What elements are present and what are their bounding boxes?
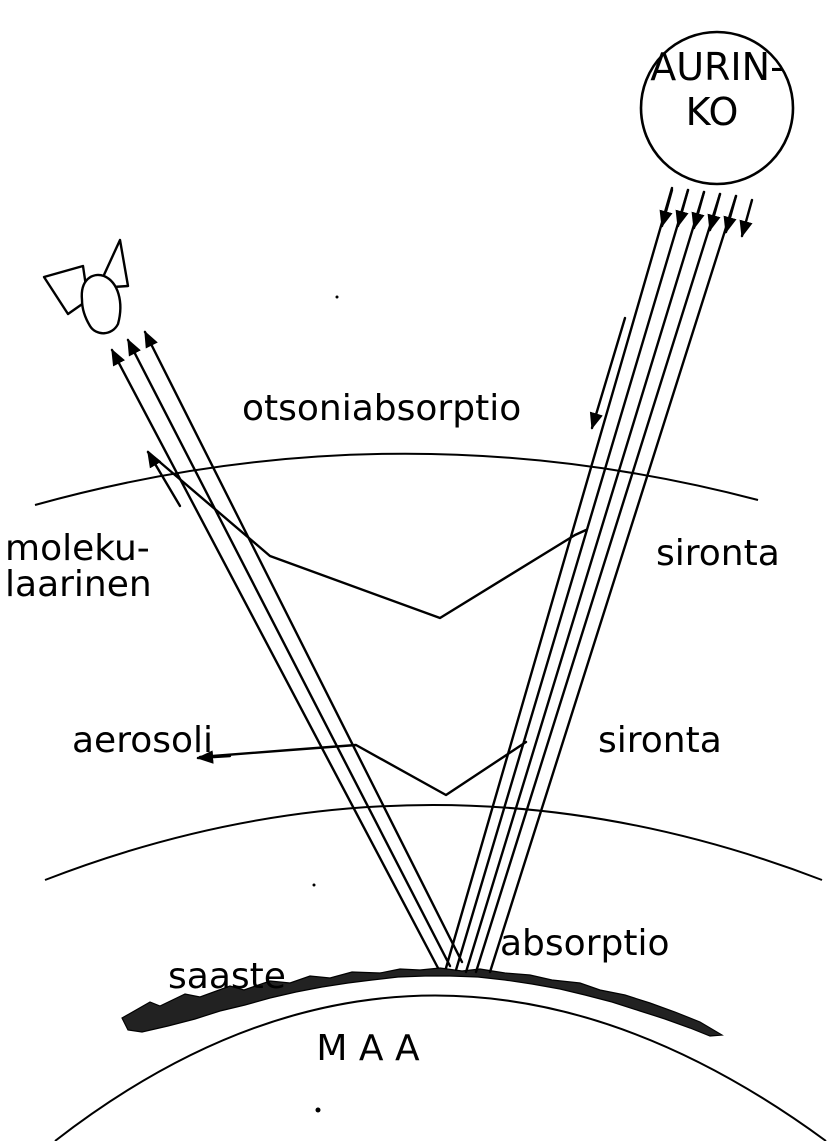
pollution-label: saaste <box>168 956 286 997</box>
incoming-solar-rays <box>446 188 752 972</box>
dot-mark <box>336 296 339 299</box>
aerosol-scattering-path <box>200 742 526 795</box>
earth-label: M A A <box>316 1028 420 1069</box>
molecular-scattering-path <box>148 452 586 618</box>
molecular-label-line2: laarinen <box>5 564 152 605</box>
aerosol-label: aerosoli <box>72 720 213 761</box>
ozone-absorption-arrow <box>592 318 625 428</box>
lower-atmosphere-arc <box>45 805 822 880</box>
molecular-label-line1: moleku- <box>5 528 150 569</box>
atmosphere-boundary <box>35 454 758 505</box>
dot-mark <box>316 1108 321 1113</box>
satellite-icon <box>44 240 128 333</box>
scattering-upper-label: sironta <box>656 533 780 574</box>
sun-label-line2: KO <box>686 90 739 134</box>
absorption-label: absorptio <box>500 923 670 964</box>
sun: AURIN- KO <box>641 32 793 184</box>
ozone-absorption-label: otsoniabsorptio <box>242 388 521 429</box>
dot-mark <box>313 884 316 887</box>
scattering-lower-label: sironta <box>598 720 722 761</box>
sun-label-line1: AURIN- <box>650 45 784 89</box>
